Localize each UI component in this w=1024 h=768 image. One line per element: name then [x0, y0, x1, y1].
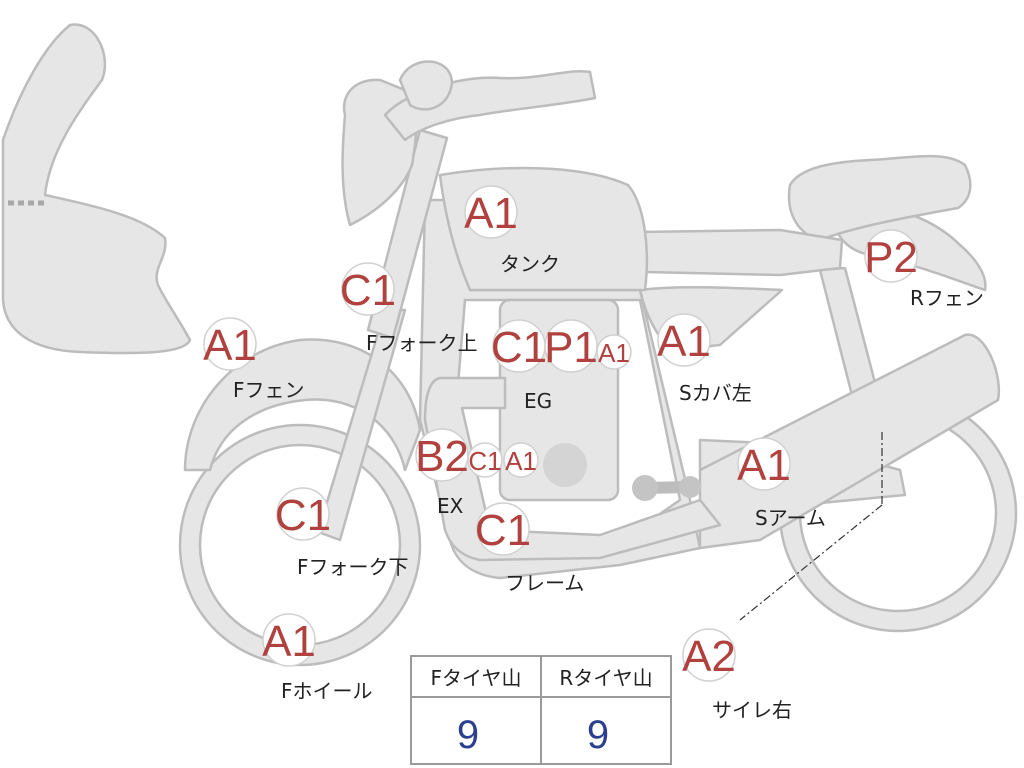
grade-label: A1: [598, 338, 630, 368]
grade-label: A1: [505, 446, 537, 476]
part-label: Sアーム: [755, 506, 826, 530]
grade-label: C1: [468, 446, 501, 476]
badge-circle: [503, 442, 539, 478]
marker-r-fender[interactable]: P2 Rフェン: [864, 229, 984, 310]
badge-circle: [203, 317, 257, 371]
foot-peg-knob: [632, 475, 658, 501]
part-label: フレーム: [505, 571, 584, 595]
marker-f-fork-upper[interactable]: C1 Fフォーク上: [340, 262, 478, 355]
grade-label: A1: [203, 321, 257, 370]
front-wheel-inner: [198, 443, 402, 647]
grade-label: A1: [464, 189, 518, 238]
mirror-shape: [398, 60, 454, 111]
marker-engine-p[interactable]: P1: [544, 319, 598, 373]
grade-label: C1: [275, 491, 331, 540]
marker-f-fender[interactable]: A1 Fフェン: [203, 317, 305, 402]
marker-swing-arm[interactable]: A1 Sアーム: [737, 437, 826, 530]
f-tire-header: Fタイヤ山: [431, 666, 522, 690]
part-label: Fフェン: [233, 378, 305, 402]
marker-exhaust-c[interactable]: C1: [467, 442, 503, 478]
marker-engine-c[interactable]: C1 EG: [491, 319, 552, 413]
badge-circle: [341, 262, 395, 316]
seat-rail-shape: [636, 228, 844, 277]
silencer-shape: [698, 333, 1001, 550]
grade-label: P2: [864, 233, 918, 282]
part-label: Fホイール: [281, 679, 373, 703]
silencer-leader-diagonal: [739, 504, 883, 621]
badge-circle: [262, 613, 316, 667]
part-label: Fフォーク下: [297, 555, 409, 579]
badge-circle: [864, 229, 918, 283]
marker-silencer-right[interactable]: A2 サイレ右: [682, 628, 792, 722]
marker-f-wheel[interactable]: A1 Fホイール: [262, 613, 373, 703]
foot-peg-knob-2: [679, 476, 701, 498]
badge-circle: [737, 437, 791, 491]
grade-label: B2: [415, 432, 469, 481]
badge-circle: [657, 313, 711, 367]
grade-label: C1: [491, 323, 547, 372]
r-tire-header: Rタイヤ山: [559, 666, 652, 690]
grade-label: P1: [544, 323, 598, 372]
r-tire-value: 9: [587, 713, 609, 757]
grade-label: A1: [737, 441, 791, 490]
marker-exhaust-a[interactable]: A1: [503, 442, 539, 478]
part-label: Rフェン: [910, 286, 984, 310]
badge-circle: [544, 319, 598, 373]
badge-circle: [682, 628, 736, 682]
marker-tank[interactable]: A1 タンク: [464, 185, 560, 276]
badge-circle: [596, 334, 632, 370]
fairing-shape: [1, 23, 192, 355]
part-label: EX: [437, 494, 464, 518]
part-label: Sカバ左: [679, 381, 752, 405]
engine-cover: [543, 443, 587, 487]
grade-label: A1: [657, 317, 711, 366]
marker-f-fork-lower[interactable]: C1 Fフォーク下: [275, 487, 409, 579]
tire-tread-table: Fタイヤ山 Rタイヤ山 9 9: [410, 655, 672, 765]
grade-label: A2: [682, 632, 736, 681]
grade-label: A1: [262, 617, 316, 666]
part-label: サイレ右: [712, 698, 792, 722]
grade-label: C1: [340, 266, 396, 315]
exhaust-header-shape: [423, 376, 722, 562]
part-label: Fフォーク上: [366, 331, 478, 355]
marker-side-cover-left[interactable]: A1 Sカバ左: [657, 313, 752, 405]
badge-circle: [464, 185, 518, 239]
badge-circle: [276, 487, 330, 541]
part-label: EG: [524, 389, 552, 413]
f-tire-value: 9: [457, 713, 479, 757]
grade-label: C1: [475, 506, 531, 555]
badge-circle: [476, 502, 530, 556]
marker-engine-a[interactable]: A1: [596, 334, 632, 370]
badge-circle: [467, 442, 503, 478]
part-label: タンク: [500, 252, 560, 276]
condition-markers: A1 タンク C1 Fフォーク上 A1 Fフェン C1 EG P1 A1: [203, 185, 984, 722]
marker-frame[interactable]: C1 フレーム: [475, 502, 585, 595]
marker-exhaust-b[interactable]: B2 EX: [415, 428, 469, 518]
